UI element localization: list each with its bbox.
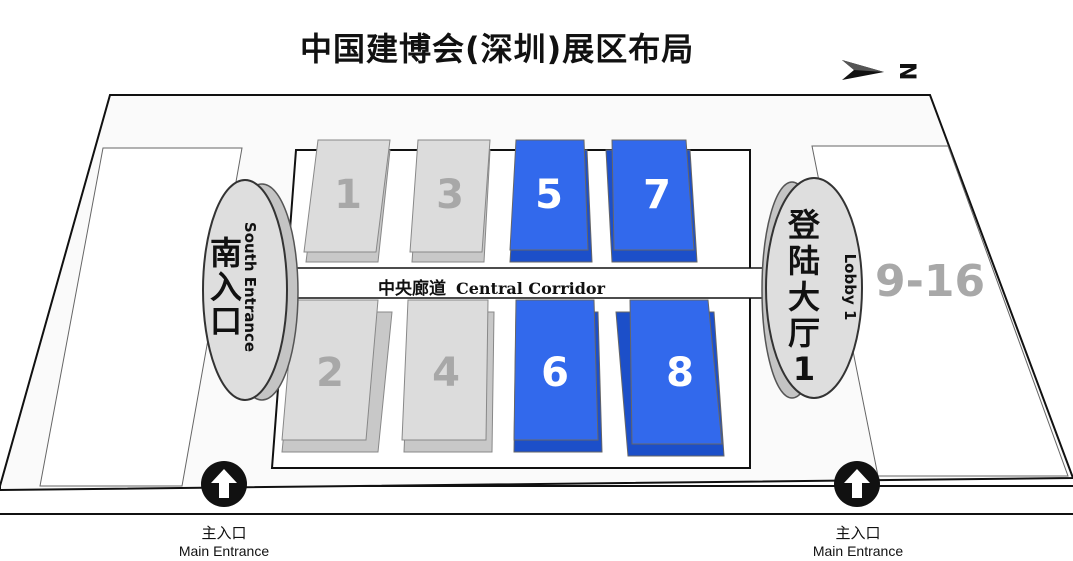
main-entrance-cn: 主入口: [835, 524, 881, 542]
halls-9-16-label: 9-16: [875, 256, 986, 307]
lobby-label-cn: 登 陆 大 厅 1: [787, 206, 820, 388]
lobby-label-en: Lobby 1: [841, 253, 859, 321]
south-entrance-label-en: South Entrance: [241, 221, 259, 353]
up-arrow-icon: [833, 460, 881, 508]
lobby-building: [761, 177, 863, 399]
central-corridor: [284, 267, 791, 299]
hall-7-block: [605, 139, 698, 263]
hall-4-block: [401, 299, 495, 453]
hall-5-block: [509, 139, 593, 263]
hall-3-block: [409, 139, 491, 263]
main-entrance-left: 主入口 Main Entrance: [154, 522, 294, 559]
south-entrance-label-cn: 南 入 口: [209, 234, 242, 340]
hall-2-block: [281, 299, 393, 453]
east-area: [811, 145, 1069, 477]
main-entrance-right: 主入口 Main Entrance: [788, 522, 928, 559]
hall-6-block: [513, 299, 603, 453]
main-entrance-cn: 主入口: [201, 524, 247, 542]
main-entrance-en: Main Entrance: [812, 543, 904, 559]
corridor-label: 中央廊道 Central Corridor: [378, 274, 605, 299]
up-arrow-icon: [200, 460, 248, 508]
corridor-label-cn: 中央廊道: [378, 279, 446, 299]
south-entrance-building: [202, 179, 299, 401]
west-area: [39, 147, 243, 487]
main-entrance-en: Main Entrance: [178, 543, 270, 559]
hall-8-block: [615, 299, 725, 457]
hall-1-block: [303, 139, 391, 263]
corridor-label-en: Central Corridor: [456, 279, 606, 298]
map-title: 中国建博会(深圳)展区布局: [300, 30, 695, 68]
compass-letter: N: [894, 62, 919, 80]
north-arrow-icon: N: [840, 56, 930, 86]
